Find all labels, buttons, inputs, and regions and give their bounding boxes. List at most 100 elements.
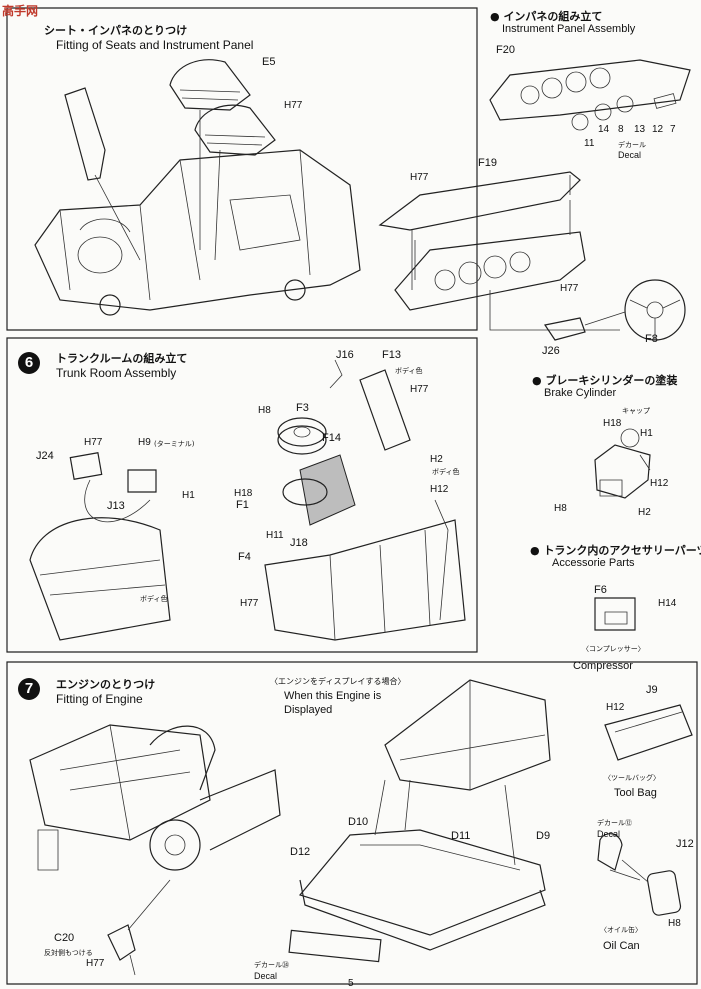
brake-h1: H1 [640,428,653,439]
display-note-en-2: Displayed [284,704,333,716]
oilcan-decal-en: Decal [597,829,621,839]
step5-title-jp: シート・インパネのとりつけ [44,24,188,37]
engine-stand-drawing [289,680,550,962]
label-f1: F1 [236,499,249,511]
accessory-title-en: Accessorie Parts [552,557,635,569]
label-f6: F6 [594,584,607,596]
label-f20: F20 [496,44,515,56]
toolbag-h12: H12 [606,702,625,713]
trunk-right-drawing [265,360,465,640]
oilcan-jp: 〈オイル缶〉 [600,926,642,934]
label-j18: J18 [290,537,308,549]
label-j9: J9 [646,684,658,696]
label-terminal: (ターミナル) [154,440,195,448]
label-body-color-a: ボディ色 [140,595,168,603]
brake-cylinder-drawing [595,429,650,498]
accessory-title-jp: ● トランク内のアクセサリーパーツ [530,544,701,557]
step7-frame [7,662,697,984]
label-body-color-c: ボディ色 [432,468,460,476]
brake-h2: H2 [638,507,651,518]
brake-h8: H8 [554,503,567,514]
step7-title-en: Fitting of Engine [56,692,143,706]
step6-title-en: Trunk Room Assembly [56,366,177,380]
label-f8: F8 [645,333,658,345]
label-j12: J12 [676,838,694,850]
brake-title-en: Brake Cylinder [544,387,617,399]
label-d9: D9 [536,830,551,842]
oilcan-decal-jp: デカール⑫ [597,819,632,827]
brake-title-jp: ● ブレーキシリンダーの塗装 [532,374,678,387]
step5-title-en: Fitting of Seats and Instrument Panel [56,38,254,52]
label-body-color-b: ボディ色 [395,367,423,375]
compressor-jp: 〈コンプレッサー〉 [582,645,645,653]
dashboard-drawing [380,172,620,330]
trunk-left-drawing [30,453,170,640]
label-h11: H11 [266,530,284,541]
step7-decal-jp: デカール㉔ [254,961,289,969]
label-h1-trunk: H1 [182,490,195,501]
label-j13: J13 [107,500,125,512]
decal-jp-ip: デカール [618,141,646,149]
brake-h18: H18 [603,418,622,429]
label-j26: J26 [542,345,560,357]
label-f14: F14 [322,432,341,444]
label-h77-f13: H77 [410,384,429,395]
num-14: 14 [598,124,610,135]
brake-cap-label: キャップ [622,407,650,415]
label-j16: J16 [336,349,354,361]
step6-number: 6 [18,352,40,374]
steering-wheel-drawing [545,280,685,340]
step6-frame [7,338,477,652]
label-h77-seat: H77 [284,100,303,111]
label-f13: F13 [382,349,401,361]
label-h14: H14 [658,598,677,609]
step6-title-jp: トランクルームの組み立て [56,352,188,365]
num-7: 7 [670,124,676,135]
seat-drawings [65,60,275,260]
label-d12: D12 [290,846,311,858]
num-8: 8 [618,124,624,135]
step5-frame [7,8,477,330]
display-note-en-1: When this Engine is [284,690,382,702]
toolbag-en: Tool Bag [614,787,657,799]
num-13: 13 [634,124,646,135]
label-h18: H18 [234,488,253,499]
step7-decal-en: Decal [254,971,278,981]
page-number: 5 [348,978,354,989]
decal-en-ip: Decal [618,150,642,160]
compressor-en: Compressor [573,660,633,672]
label-d11: D11 [451,830,471,842]
label-f3: F3 [296,402,309,414]
label-h77-j24: H77 [84,437,103,448]
display-note-jp: 〈エンジンをディスプレイする場合〉 [270,677,406,686]
label-e5: E5 [262,56,276,68]
engine-left-drawing [30,725,280,975]
label-c20-note: 反対側もつける [44,949,93,957]
label-h77-f4: H77 [240,598,259,609]
instrument-panel-title-jp: ● インパネの組み立て [490,10,603,23]
tool-bag-drawing [605,705,692,760]
label-h8: H8 [258,405,271,416]
label-h77-dash: H77 [410,172,429,183]
step7-title-jp: エンジンのとりつけ [56,678,156,691]
label-h77-wheel: H77 [560,283,579,294]
oil-can-drawing [598,834,681,916]
label-h77-c20: H77 [86,958,105,969]
car-interior-drawing [35,150,360,315]
label-h12: H12 [430,484,449,495]
compressor-drawing [595,598,635,630]
instrument-panel-title-en: Instrument Panel Assembly [502,23,636,35]
num-12: 12 [652,124,664,135]
oilcan-en: Oil Can [603,940,640,952]
instrument-panel-drawing [490,60,690,130]
brake-h12: H12 [650,478,669,489]
toolbag-jp: 〈ツールバッグ〉 [604,774,660,782]
step7-number: 7 [18,678,40,700]
label-h2: H2 [430,454,443,465]
oilcan-h8: H8 [668,918,681,929]
assembly-arrows [412,175,650,880]
label-j24: J24 [36,450,54,462]
num-11: 11 [584,138,595,149]
